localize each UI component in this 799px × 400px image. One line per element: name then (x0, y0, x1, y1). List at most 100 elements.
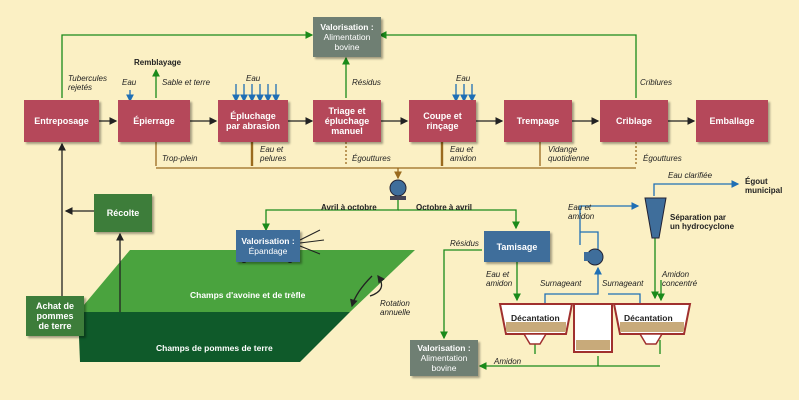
valorisation-bottom-line3: bovine (431, 363, 457, 373)
egouttures-label-2: Égouttures (643, 154, 682, 163)
triage-line3: manuel (331, 126, 363, 136)
surnageant-label-2: Surnageant (602, 279, 644, 288)
epluchage-line2: par abrasion (225, 121, 281, 131)
eau-pelures-label: Eau et pelures (260, 145, 286, 163)
entreposage-box: Entreposage (24, 100, 99, 142)
eau-clarifiee-label: Eau clarifiée (668, 171, 713, 180)
trempage-label: Trempage (516, 116, 560, 126)
egouttures-label-1: Égouttures (352, 154, 391, 163)
valorisation-top-line3: bovine (334, 42, 360, 52)
rotation-line2: annuelle (380, 308, 411, 317)
egout-line2: municipal (745, 186, 783, 195)
valorisation-bovine-bottom: Valorisation : Alimentation bovine (410, 340, 478, 376)
decantation-tank-right-icon (612, 303, 692, 345)
tamisage-box: Tamisage (484, 231, 550, 262)
eau-pelures-line2: pelures (260, 154, 287, 163)
triage-box: Triage et épluchage manuel (313, 100, 381, 142)
valorisation-bottom-line1: Valorisation : (417, 343, 471, 353)
oat-clover-field (78, 250, 415, 312)
criblage-box: Criblage (600, 100, 668, 142)
eau-amidon-label-2: Eau et amidon (568, 203, 594, 221)
tubercules-label: Tubercules rejetés (68, 74, 107, 92)
tubercules-line1: Tubercules (68, 74, 107, 83)
octobre-avril-label: Octobre à avril (416, 203, 473, 212)
valorisation-epandage-box: Valorisation : Épandage (236, 230, 300, 262)
achat-box: Achat de pommes de terre (26, 296, 84, 336)
valorisation-top-line2: Alimentation (323, 32, 371, 42)
eau-pelures-line1: Eau et (260, 145, 284, 154)
trop-plein-label: Trop-plein (162, 154, 198, 163)
eau-amidon3-line2: amidon (486, 279, 513, 288)
criblures-label: Criblures (640, 78, 673, 87)
egout-line1: Égout (745, 177, 768, 186)
epierrage-box: Épierrage (118, 100, 190, 142)
eau-amidon2-line1: Eau et (568, 203, 592, 212)
separation-line1: Séparation par (670, 213, 727, 222)
rotation-label: Rotation annuelle (380, 299, 410, 317)
sable-label: Sable et terre (162, 78, 211, 87)
coupe-line1: Coupe et (423, 111, 462, 121)
entreposage-label: Entreposage (34, 116, 89, 126)
trempage-box: Trempage (504, 100, 572, 142)
remblayage-label: Remblayage (134, 58, 182, 67)
criblage-label: Criblage (615, 116, 652, 126)
recolte-box: Récolte (94, 194, 152, 232)
decantation-tank-left-icon (498, 303, 574, 345)
residus-top-label: Résidus (352, 78, 381, 87)
vidange-line1: Vidange (548, 145, 578, 154)
eau-amidon-label-1: Eau et amidon (450, 145, 476, 163)
pump-icon (584, 248, 604, 266)
rotation-line1: Rotation (380, 299, 410, 308)
epandage-line2: Épandage (248, 246, 288, 256)
amidon-concentre-label: Amidon concentré (662, 270, 697, 288)
middle-tank-icon (573, 303, 613, 353)
recolte-label: Récolte (106, 208, 140, 218)
coupe-box: Coupe et rinçage (409, 100, 476, 142)
amidon-label: Amidon (494, 357, 522, 366)
epierrage-label: Épierrage (133, 116, 175, 126)
amidon-concentre-line2: concentré (662, 279, 698, 288)
coupe-line2: rinçage (426, 121, 459, 131)
eau-label-3: Eau (456, 74, 471, 83)
residus-bottom-label: Résidus (450, 239, 479, 248)
achat-line3: de terre (38, 321, 72, 331)
vidange-label: Vidange quotidienne (548, 145, 589, 163)
epandage-line1: Valorisation : (241, 236, 295, 246)
separation-label: Séparation par un hydrocyclone (670, 213, 734, 231)
epluchage-box: Épluchage par abrasion (218, 100, 288, 142)
egout-label: Égout municipal (745, 177, 782, 195)
vidange-line2: quotidienne (548, 154, 590, 163)
triage-line1: Triage et (328, 106, 366, 116)
avril-octobre-label: Avril à octobre (321, 203, 377, 212)
decantation-label-1: Décantation (511, 313, 560, 323)
valorisation-bottom-line2: Alimentation (420, 353, 468, 363)
tamisage-label: Tamisage (496, 241, 538, 252)
emballage-box: Emballage (696, 100, 768, 142)
separation-line2: un hydrocyclone (670, 222, 735, 231)
achat-line1: Achat de (35, 301, 74, 311)
eau-amidon-label-3: Eau et amidon (486, 270, 512, 288)
eau-amidon1-line1: Eau et (450, 145, 474, 154)
eau-amidon2-line2: amidon (568, 212, 595, 221)
emballage-label: Emballage (709, 116, 755, 126)
valorisation-top-line1: Valorisation : (320, 22, 374, 32)
tubercules-line2: rejetés (68, 83, 93, 92)
decantation-label-2: Décantation (624, 313, 673, 323)
central-pump-icon (389, 179, 407, 200)
oat-clover-field-label: Champs d'avoine et de trèfle (190, 290, 306, 300)
eau-amidon1-line2: amidon (450, 154, 477, 163)
triage-line2: épluchage (324, 116, 370, 126)
potato-field-label: Champs de pommes de terre (156, 343, 273, 353)
epluchage-line1: Épluchage (230, 111, 276, 121)
hydrocyclone-icon (644, 197, 667, 239)
surnageant-label-1: Surnageant (540, 279, 582, 288)
eau-amidon3-line1: Eau et (486, 270, 510, 279)
spray-icon (299, 229, 325, 255)
amidon-concentre-line1: Amidon (662, 270, 690, 279)
eau-label-1: Eau (122, 78, 137, 87)
valorisation-bovine-top: Valorisation : Alimentation bovine (313, 17, 381, 57)
achat-line2: pommes (36, 311, 74, 321)
eau-label-2: Eau (246, 74, 261, 83)
